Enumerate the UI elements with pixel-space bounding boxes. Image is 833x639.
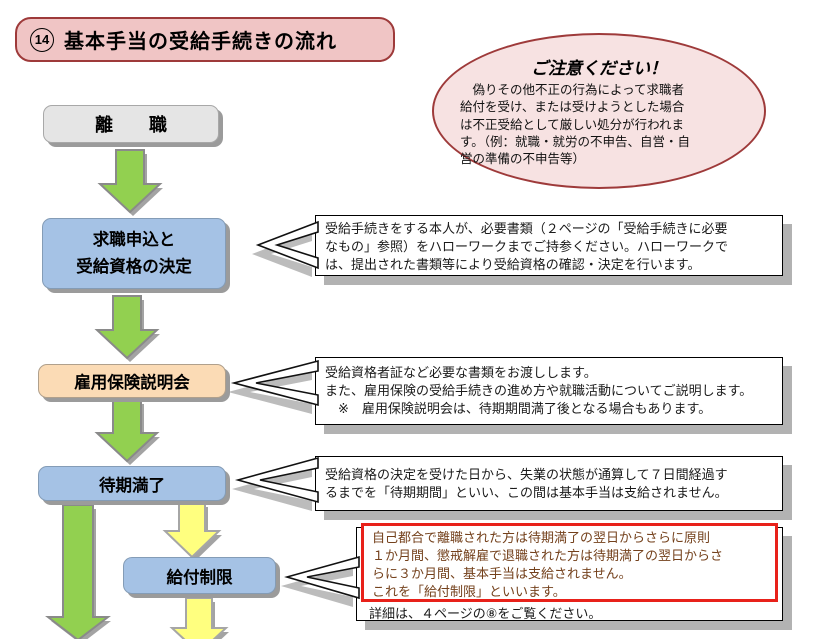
red-highlight-box: 自己都合で離職された方は待期満了の翌日からさらに原則 １か月間、懲戒解雇で退職さ… <box>361 523 778 602</box>
detail-note: 詳細は、４ページの⑧をご覧ください。 <box>369 606 602 621</box>
green-long-down-arrow-icon <box>45 504 111 639</box>
flow-step-application: 求職申込と 受給資格の決定 <box>42 218 226 289</box>
callout-box-waiting-period: 受給資格の決定を受けた日から、失業の状態が通算して７日間経過す るまでを「待期期… <box>315 456 783 511</box>
flow-step-resignation: 離 職 <box>43 105 219 143</box>
callout-box-seminar: 受給資格者証など必要な書類をお渡しします。 また、雇用保険の受給手続きの進め方や… <box>315 357 783 425</box>
green-down-arrow-icon <box>97 149 163 216</box>
notice-body: 偽りその他不正の行為によって求職者 給付を受け、または受けようとした場合 は不正… <box>460 83 691 166</box>
yellow-down-arrow-icon <box>169 597 229 639</box>
callout-box-application: 受給手続きをする本人が、必要書類（２ページの「受給手続きに必要 なもの」参照）を… <box>315 215 783 276</box>
green-down-arrow-icon <box>94 295 160 362</box>
title-number-badge: 14 <box>30 27 54 52</box>
flow-step-benefit-restriction: 給付制限 <box>123 557 276 594</box>
page-title-banner: 14 基本手当の受給手続きの流れ <box>15 17 395 62</box>
yellow-down-arrow-icon <box>162 502 222 561</box>
callout-left-arrow-icon <box>252 220 319 277</box>
callout-box-benefit-restriction: 自己都合で離職された方は待期満了の翌日からさらに原則 １か月間、懲戒解雇で退職さ… <box>356 523 783 621</box>
green-down-arrow-icon <box>94 399 160 465</box>
flow-step-seminar: 雇用保険説明会 <box>38 364 226 398</box>
callout-left-arrow-icon <box>281 555 360 607</box>
callout-left-arrow-icon <box>232 456 319 511</box>
flow-step-waiting-complete: 待期満了 <box>38 466 226 501</box>
notice-ellipse: ご注意ください！ 偽りその他不正の行為によって求職者 給付を受け、または受けよう… <box>432 33 766 189</box>
callout-left-arrow-icon <box>228 359 319 414</box>
notice-title: ご注意ください！ <box>531 59 667 78</box>
page-title: 基本手当の受給手続きの流れ <box>64 31 337 53</box>
